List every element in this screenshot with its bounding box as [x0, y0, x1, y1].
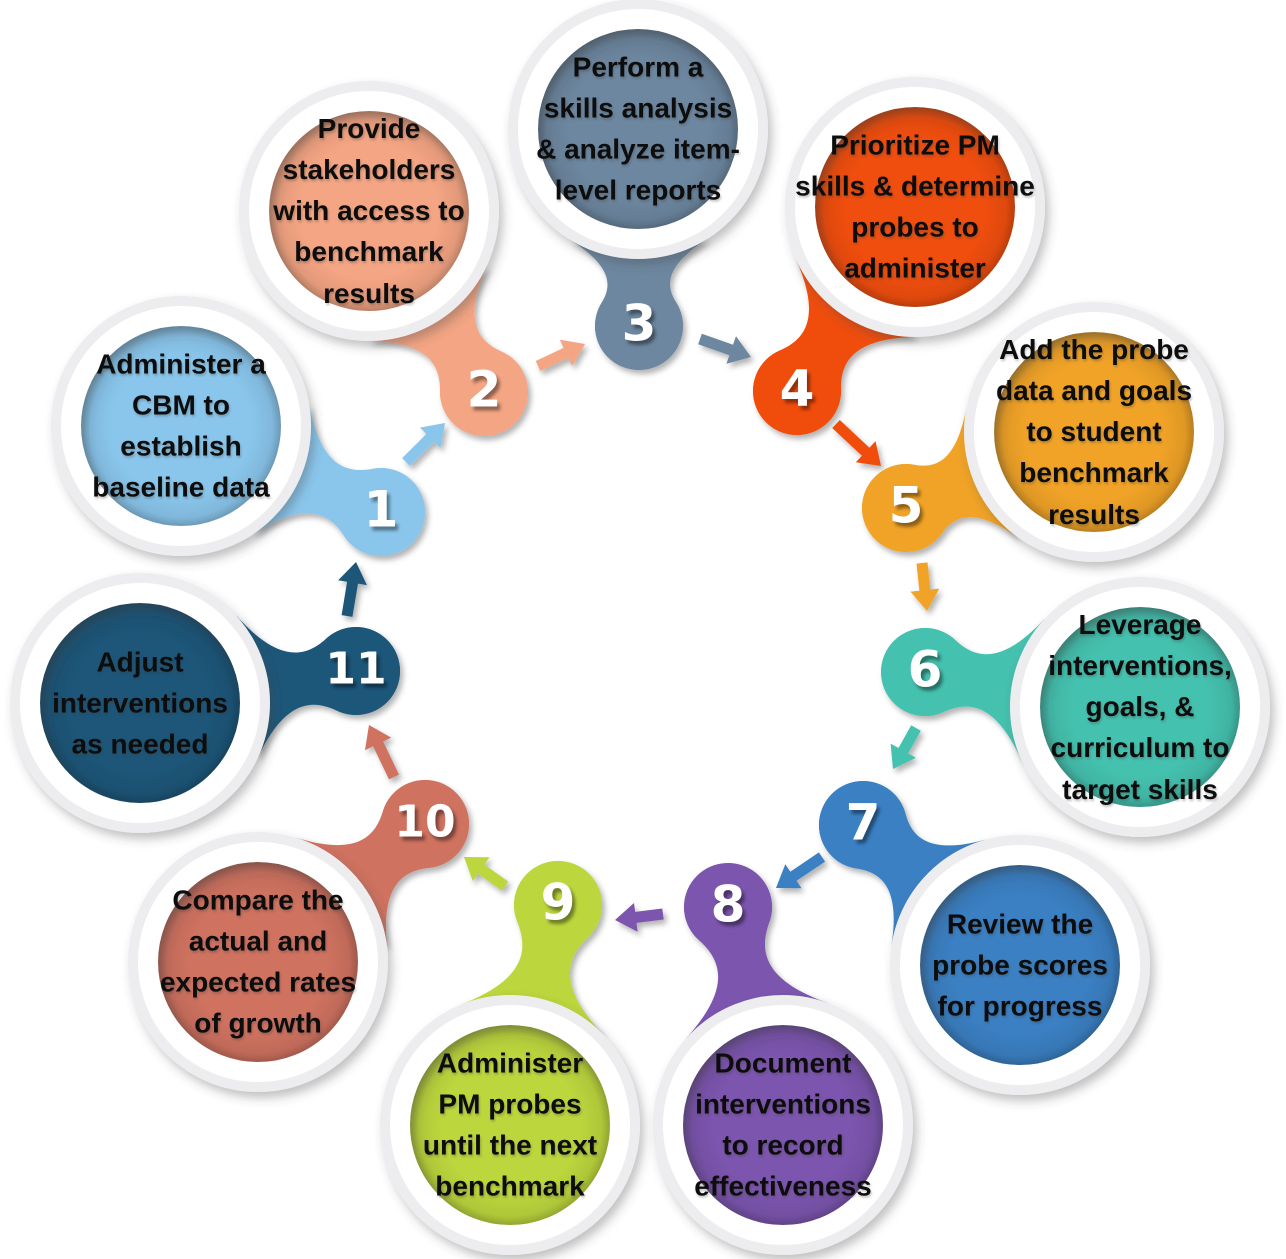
step-connector-2	[367, 264, 528, 436]
step-circle-10	[128, 832, 388, 1092]
step-number-circle-4	[753, 347, 841, 435]
step-connector-11	[236, 616, 401, 758]
step-circle-7	[890, 835, 1150, 1095]
arrow-step-9-to-10	[464, 857, 509, 891]
step-connector-4	[753, 259, 917, 436]
step-ring-6	[1010, 577, 1270, 837]
step-number-circle-5	[862, 464, 950, 552]
step-ring-2	[239, 81, 499, 341]
step-number-circle-1	[337, 468, 425, 556]
step-number-circle-6	[881, 628, 969, 716]
arrow-step-5-to-6	[910, 562, 940, 611]
arrow-step-3-to-4	[698, 333, 751, 364]
step-circle-5	[964, 302, 1224, 562]
step-ring-1	[51, 296, 311, 556]
step-circle-4	[785, 77, 1045, 337]
step-number-circle-9	[514, 861, 602, 949]
arrow-step-11-to-1	[338, 562, 367, 617]
step-ring-10	[128, 832, 388, 1092]
step-circle-2	[239, 81, 499, 341]
step-ring-11	[10, 573, 270, 833]
step-connector-6	[881, 619, 1045, 761]
step-number-circle-8	[684, 863, 772, 951]
arrow-step-10-to-11	[365, 725, 399, 780]
arrow-step-2-to-3	[535, 339, 585, 371]
arrow-step-7-to-8	[776, 852, 826, 889]
step-connector-9	[462, 860, 604, 1035]
circles-layer	[10, 0, 1270, 1255]
step-ring-9	[380, 995, 640, 1255]
step-number-circle-10	[381, 780, 469, 868]
step-number-circle-11	[312, 627, 400, 715]
step-ring-3	[508, 0, 768, 259]
arrow-step-1-to-2	[402, 423, 445, 466]
step-connector-3	[569, 238, 708, 370]
arrow-step-6-to-7	[890, 725, 921, 769]
step-number-circle-2	[440, 348, 528, 436]
step-connector-8	[684, 863, 827, 1038]
step-number-circle-3	[595, 282, 683, 370]
step-circle-11	[10, 573, 270, 833]
step-connector-7	[818, 781, 986, 946]
step-ring-7	[890, 835, 1150, 1095]
step-circle-6	[1010, 577, 1270, 837]
step-circle-9	[380, 995, 640, 1255]
step-connector-10	[296, 779, 470, 948]
arrow-step-4-to-5	[832, 420, 881, 466]
step-number-circle-7	[819, 781, 907, 869]
step-ring-8	[653, 995, 913, 1255]
step-circle-3	[508, 0, 768, 259]
step-ring-5	[964, 302, 1224, 562]
step-circle-8	[653, 995, 913, 1255]
arrow-step-8-to-9	[615, 903, 664, 932]
step-ring-4	[785, 77, 1045, 337]
connectors-layer	[236, 238, 1045, 1038]
step-circle-1	[51, 296, 311, 556]
